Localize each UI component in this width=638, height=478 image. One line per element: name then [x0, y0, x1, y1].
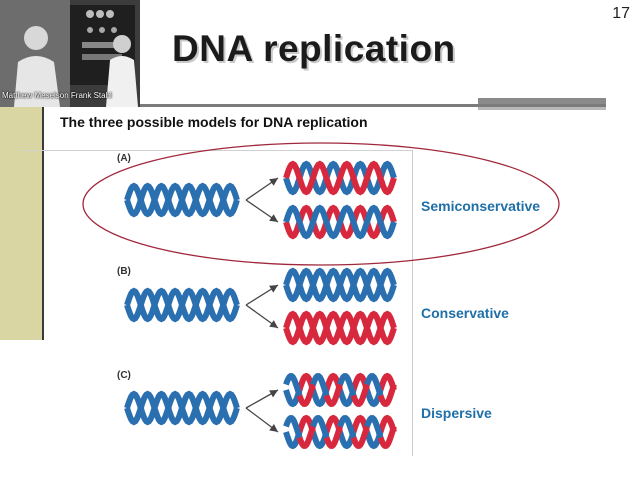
model-3-daughter-top-helix-strand-2-segment	[283, 373, 303, 397]
header-rule	[140, 104, 606, 107]
model-2-arrowhead-1	[269, 285, 278, 293]
left-accent-band	[0, 107, 44, 340]
model-3-daughter-bottom-helix-strand-2-segment	[337, 415, 357, 439]
model-3-parent-helix-strand-2	[124, 390, 240, 426]
subtitle-divider	[22, 150, 412, 151]
model-3-daughter-top-helix-strand-1-segment	[377, 372, 397, 391]
model-3-daughter-top-helix-strand-2-segment	[337, 373, 357, 397]
model-3-daughter-top-helix-strand-2-segment	[377, 383, 397, 407]
figure-border	[412, 150, 413, 456]
model-3-daughter-bottom-helix-strand-1-segment	[377, 414, 397, 433]
photo-image	[0, 0, 140, 107]
highlight-ellipse	[82, 142, 560, 266]
model-1-parent-helix-strand-2	[124, 182, 240, 218]
model-3-daughter-bottom-helix-strand-2-segment	[283, 415, 303, 439]
model-2-arrowhead-2	[269, 320, 278, 328]
model-3-daughter-bottom-helix-strand-2-segment	[296, 425, 316, 449]
model-3-daughter-top-helix-strand-2-segment	[350, 383, 370, 407]
model-label-conservative: Conservative	[421, 305, 509, 321]
model-3-daughter-top-helix-strand-2-segment	[296, 383, 316, 407]
header-rule-shadow	[478, 107, 606, 110]
model-2-parent-helix-strand-2	[124, 287, 240, 323]
model-3-daughter-bottom-helix-strand-2-segment	[350, 425, 370, 449]
page-number: 17	[612, 5, 630, 22]
slide-title: DNA replication	[172, 28, 456, 69]
panel-label-a: (A)	[117, 153, 131, 164]
panel-label-c: (C)	[117, 370, 131, 381]
panel-label-b: (B)	[117, 266, 131, 277]
photo-caption: Matthew Meselson Frank Stahl	[2, 91, 112, 100]
model-label-semiconservative: Semiconservative	[421, 198, 541, 214]
model-3-daughter-bottom-helix-strand-2-segment	[377, 425, 397, 449]
model-1-arrowhead-2	[269, 214, 278, 222]
slide-subtitle: The three possible models for DNA replic…	[60, 114, 368, 130]
scientists-photo: Matthew Meselson Frank Stahl	[0, 0, 140, 107]
model-1-daughter-bottom-helix-strand-2	[283, 204, 397, 240]
model-3-arrowhead-2	[269, 424, 278, 432]
model-1-arrowhead-1	[269, 178, 278, 186]
model-3-daughter-bottom-helix-strand-2-segment	[310, 415, 330, 439]
model-1-daughter-top-helix-strand-2	[283, 160, 397, 196]
model-3-daughter-top-helix-strand-2-segment	[323, 383, 343, 407]
model-2-daughter-bottom-helix-strand-2	[283, 310, 397, 346]
header-rule-block	[478, 98, 606, 106]
model-3-daughter-bottom-helix-strand-2-segment	[364, 415, 384, 439]
model-3-daughter-bottom-helix-strand-2-segment	[323, 425, 343, 449]
model-3-daughter-top-helix-strand-2-segment	[310, 373, 330, 397]
model-label-dispersive: Dispersive	[421, 405, 492, 421]
model-3-arrowhead-1	[269, 390, 278, 398]
model-2-daughter-top-helix-strand-2	[283, 267, 397, 303]
model-3-daughter-top-helix-strand-2-segment	[364, 373, 384, 397]
